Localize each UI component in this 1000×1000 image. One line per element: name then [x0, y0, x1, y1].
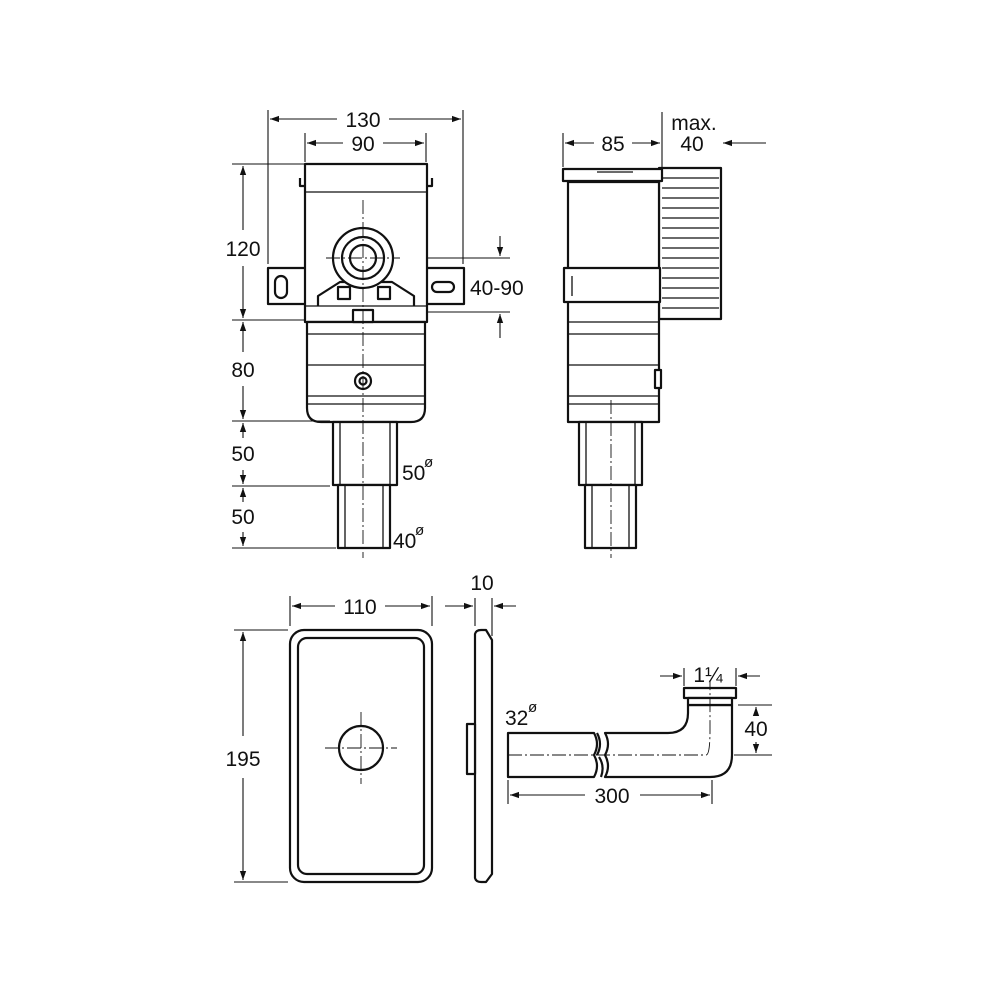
cover-plate-boss	[465, 722, 477, 776]
housing-clips	[298, 178, 434, 188]
dia-32: 32	[505, 707, 528, 730]
threaded-collar	[657, 166, 723, 321]
dim-120: 120	[225, 238, 260, 261]
dim-max-40: 40	[680, 133, 703, 156]
cover-plate-front	[288, 628, 434, 884]
side-view	[561, 166, 723, 558]
elbow-pipe	[506, 680, 738, 779]
elbow-dimensions: 32 ø 1¼ 40 300	[505, 664, 772, 808]
cover-plate-profile	[473, 628, 494, 884]
upper-spigot	[331, 420, 399, 487]
side-upper-spigot	[577, 420, 644, 487]
side-top-flange	[561, 167, 664, 183]
dia-symbol-40: ø	[415, 522, 424, 539]
cover-plate-inner	[296, 636, 426, 876]
side-dimensions: 85 max. 40	[562, 112, 766, 167]
rail-slot-left	[273, 274, 289, 300]
dia-symbol-32: ø	[528, 699, 537, 716]
dim-40-elbow: 40	[744, 718, 767, 741]
bracket-nut-left	[336, 285, 352, 301]
dia-50: 50	[402, 462, 425, 485]
pipe-elbow-section	[603, 703, 734, 779]
dim-thread: 1¼	[693, 664, 723, 687]
front-dimensions: 130 90 120 80 50 50 40-90 50 ø 40 ø	[225, 109, 523, 553]
dia-symbol-50: ø	[424, 454, 433, 471]
siphon-body	[305, 320, 427, 424]
lower-spigot	[336, 483, 392, 550]
side-screw	[653, 368, 663, 390]
dim-85: 85	[601, 133, 624, 156]
dim-50-upper: 50	[231, 443, 254, 466]
dim-40-90: 40-90	[470, 277, 524, 300]
side-clamp	[562, 266, 662, 304]
bracket-nut-right	[376, 285, 392, 301]
dim-max-label: max.	[671, 112, 717, 135]
rail-slot-right	[430, 280, 456, 294]
dim-10: 10	[470, 572, 493, 595]
dim-300: 300	[594, 785, 629, 808]
dim-130: 130	[345, 109, 380, 132]
side-lower-spigot	[583, 483, 638, 550]
dim-110: 110	[343, 596, 376, 619]
cover-plate-side	[465, 628, 494, 884]
dia-40: 40	[393, 530, 416, 553]
front-view	[266, 162, 466, 558]
dim-90: 90	[351, 133, 374, 156]
dim-195: 195	[225, 748, 260, 771]
collar-threads	[662, 177, 719, 309]
dim-50-lower: 50	[231, 506, 254, 529]
cover-dimensions: 110 195 10	[225, 572, 516, 883]
dim-80: 80	[231, 359, 254, 382]
